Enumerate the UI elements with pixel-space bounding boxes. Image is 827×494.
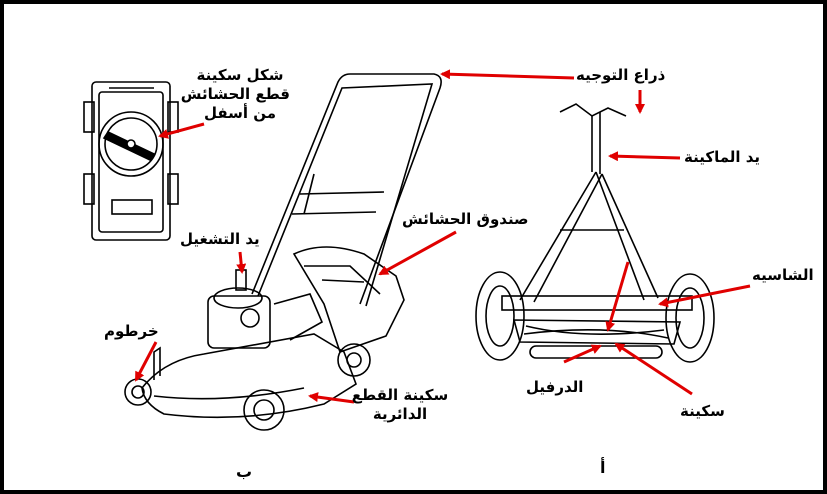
label-underside-line3: من أسفل [203,103,277,122]
label-underside-line1: شكل سكينة [196,66,284,84]
label-chassis: الشاسيه [752,266,814,284]
reel-mower-drawing [475,103,715,363]
label-blade: سكينة [680,402,725,420]
label-circular-blade-line2: الدائرية [372,404,428,423]
label-arrows [134,69,751,404]
label-circular-blade-line1: سكينة القطع [351,386,449,404]
label-circular-blade: سكينة القطع الدائرية [350,386,450,424]
caption-left: ب [236,462,253,481]
caption-right: أ [600,458,606,477]
label-machine-handle: يد الماكينة [684,148,761,166]
label-roller: الدرفيل [526,378,584,396]
label-start-handle: يد التشغيل [180,230,260,248]
label-underside-line2: قطع الحشائش [180,84,290,103]
underside-view-drawing [83,81,179,241]
rotary-mower-drawing [124,73,442,431]
label-grass-box: صندوق الحشائش [402,210,529,228]
label-underside-shape: شكل سكينة قطع الحشائش من أسفل [180,66,290,122]
mower-drawings [83,69,751,431]
label-steering-arm: ذراع التوجيه [576,66,666,84]
label-hose: خرطوم [104,322,159,340]
